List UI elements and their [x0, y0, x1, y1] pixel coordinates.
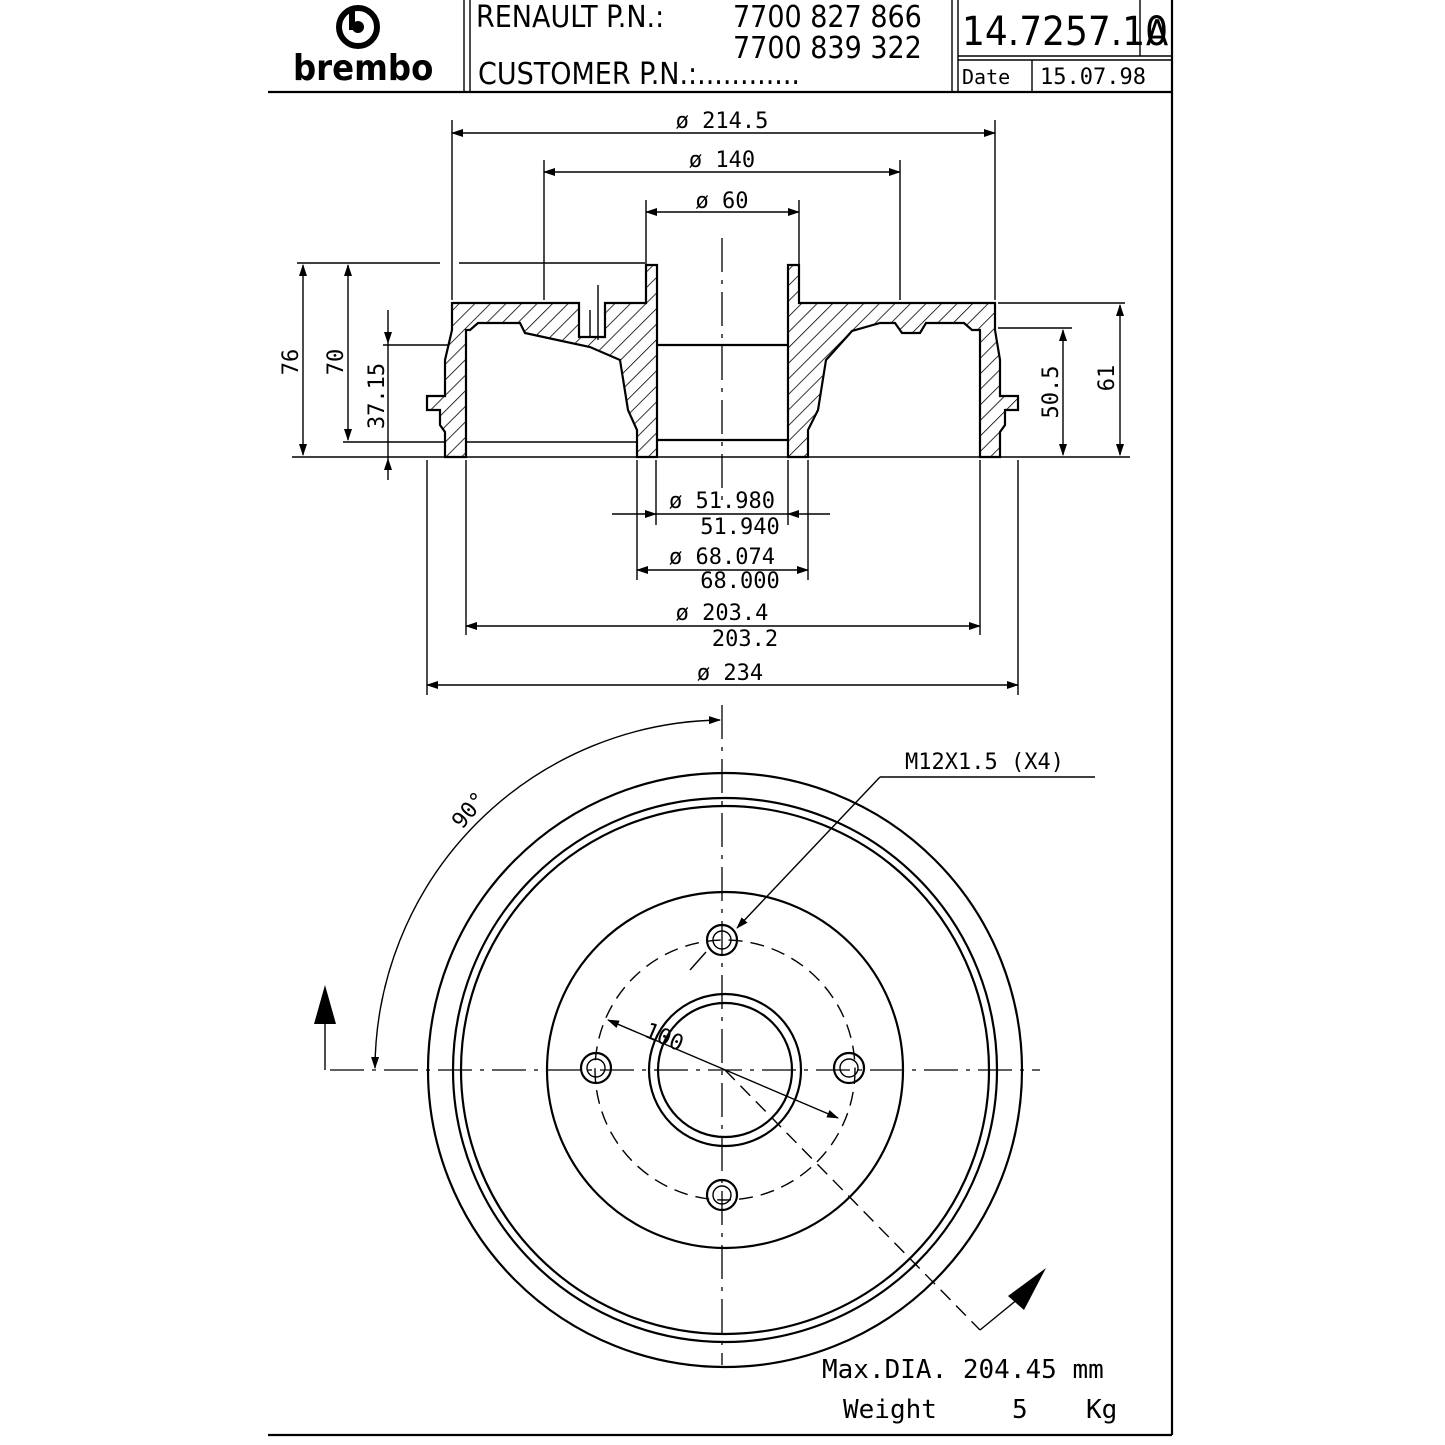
drum-inner — [459, 804, 991, 1336]
section-right — [786, 263, 1020, 459]
date-label: Date — [962, 65, 1010, 89]
weight-unit: Kg — [1086, 1395, 1117, 1425]
dim-60: ø 60 — [696, 189, 749, 214]
dim-76: 76 — [279, 349, 304, 376]
dim-50-5: 50.5 — [1039, 366, 1064, 419]
angle-label: 90° — [447, 787, 492, 834]
revision: A — [1146, 13, 1168, 54]
dim-234: ø 234 — [697, 661, 763, 686]
part-number: 14.7257.10 — [962, 9, 1168, 55]
section-view: 76 70 37.15 50.5 61 ø 214.5 ø 140 ø 60 — [279, 109, 1130, 695]
weight-label: Weight — [843, 1395, 937, 1425]
bolt-hole — [705, 1178, 739, 1212]
oem-label: RENAULT P.N.: — [476, 0, 664, 35]
bolt-circle — [594, 939, 856, 1201]
section-left — [425, 263, 659, 459]
bolt-hole — [832, 1051, 866, 1085]
oem-number-1: 7700 827 866 — [733, 0, 922, 35]
dim-214-5: ø 214.5 — [676, 109, 769, 134]
date-value: 15.07.98 — [1040, 65, 1146, 90]
logo-text: brembo — [293, 48, 433, 89]
weight-value: 5 — [1012, 1395, 1028, 1425]
dim-68-000: 68.000 — [700, 569, 779, 594]
dim-203-4: ø 203.4 — [676, 601, 769, 626]
hub-face — [545, 890, 905, 1250]
oem-number-2: 7700 839 322 — [733, 31, 922, 66]
dim-203-2: 203.2 — [712, 627, 778, 652]
dim-70: 70 — [324, 349, 349, 376]
dim-51-940: 51.940 — [700, 515, 779, 540]
customer-label: CUSTOMER P.N.:............ — [478, 57, 800, 92]
front-view: 90° M12X1.5 (X4) 100 — [314, 705, 1095, 1369]
specs: Max.DIA. 204.45 mm Weight 5 Kg — [822, 1355, 1117, 1425]
brembo-logo: brembo — [293, 5, 433, 89]
dim-61: 61 — [1095, 365, 1120, 392]
dim-37-15: 37.15 — [365, 363, 390, 429]
title-block: brembo RENAULT P.N.: 7700 827 866 7700 8… — [268, 0, 1174, 1437]
thread-label: M12X1.5 (X4) — [905, 750, 1064, 775]
outer-rim — [426, 771, 1024, 1369]
dim-51-980: ø 51.980 — [669, 489, 775, 514]
dim-140: ø 140 — [689, 148, 755, 173]
dim-68-074: ø 68.074 — [669, 545, 775, 570]
max-dia-label: Max.DIA. 204.45 mm — [822, 1355, 1104, 1385]
drum-outer — [451, 796, 999, 1344]
